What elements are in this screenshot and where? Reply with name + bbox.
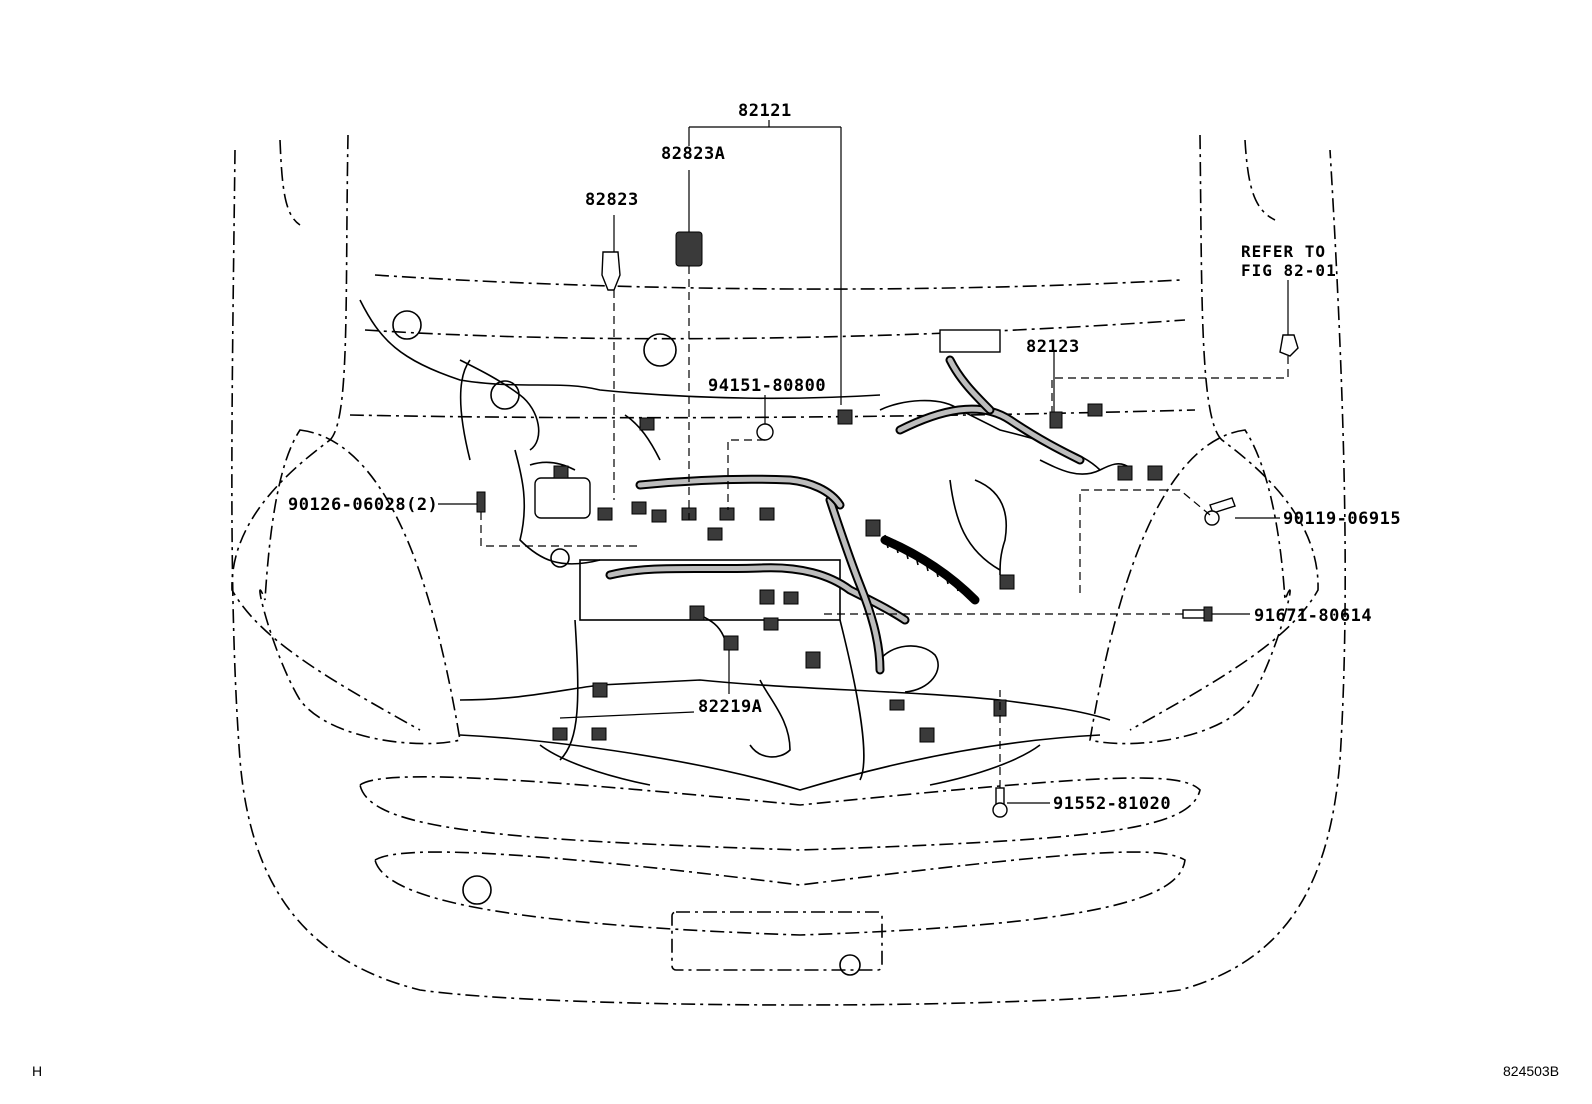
connector [591,727,607,741]
connector [759,589,775,605]
connector [552,727,568,741]
bolt-head-91552 [992,802,1008,818]
engine-bay-structure [359,299,1111,791]
connector [651,509,667,523]
connector [1117,465,1133,481]
label-82121: 82121 [738,101,792,121]
label-82823: 82823 [585,190,639,210]
connector [1049,411,1063,429]
connector [719,507,735,521]
connector [783,591,799,605]
leader-lines [438,120,1289,804]
connector [865,519,881,537]
nut-94151 [756,423,774,441]
connector [889,699,905,711]
connector [597,507,613,521]
label-91671-80614: 91671-80614 [1254,606,1372,626]
relay-82823A [675,231,703,267]
connector [639,417,655,431]
label-90126-06028: 90126-06028(2) [288,495,438,515]
connector [919,727,935,743]
label-refer-to: REFER TO [1241,242,1326,261]
label-82123: 82123 [1026,337,1080,357]
connector [1087,403,1103,417]
label-90119-06915: 90119-06915 [1283,509,1401,529]
connector [837,409,853,425]
part-number-callouts: 82121 82823A 82823 REFER TO FIG 82-01 82… [288,101,1401,814]
label-91552-81020: 91552-81020 [1053,794,1171,814]
clip-82823 [601,251,621,291]
connector [631,501,647,515]
label-fig-82-01: FIG 82-01 [1241,261,1337,280]
connector [723,635,739,651]
harness-connectors [552,403,1163,743]
figure-id: 824503B [1503,1063,1559,1079]
car-body-outline [231,134,1347,1006]
connector [763,617,779,631]
connector [707,527,723,541]
wire-harness [529,355,1131,675]
connector [999,574,1015,590]
connector [553,465,569,479]
label-82823A: 82823A [661,144,725,164]
nut-82-01 [1279,334,1299,357]
label-82219A: 82219A [698,697,762,717]
bolt-91671 [1182,609,1206,619]
bolt-head-91671 [1203,606,1213,622]
connector [1147,465,1163,481]
connector [759,507,775,521]
connector [689,605,705,621]
connector [592,682,608,698]
corner-label-left: H [32,1063,42,1079]
stud-90126 [476,491,486,513]
connector [805,651,821,669]
label-94151-80800: 94151-80800 [708,376,826,396]
